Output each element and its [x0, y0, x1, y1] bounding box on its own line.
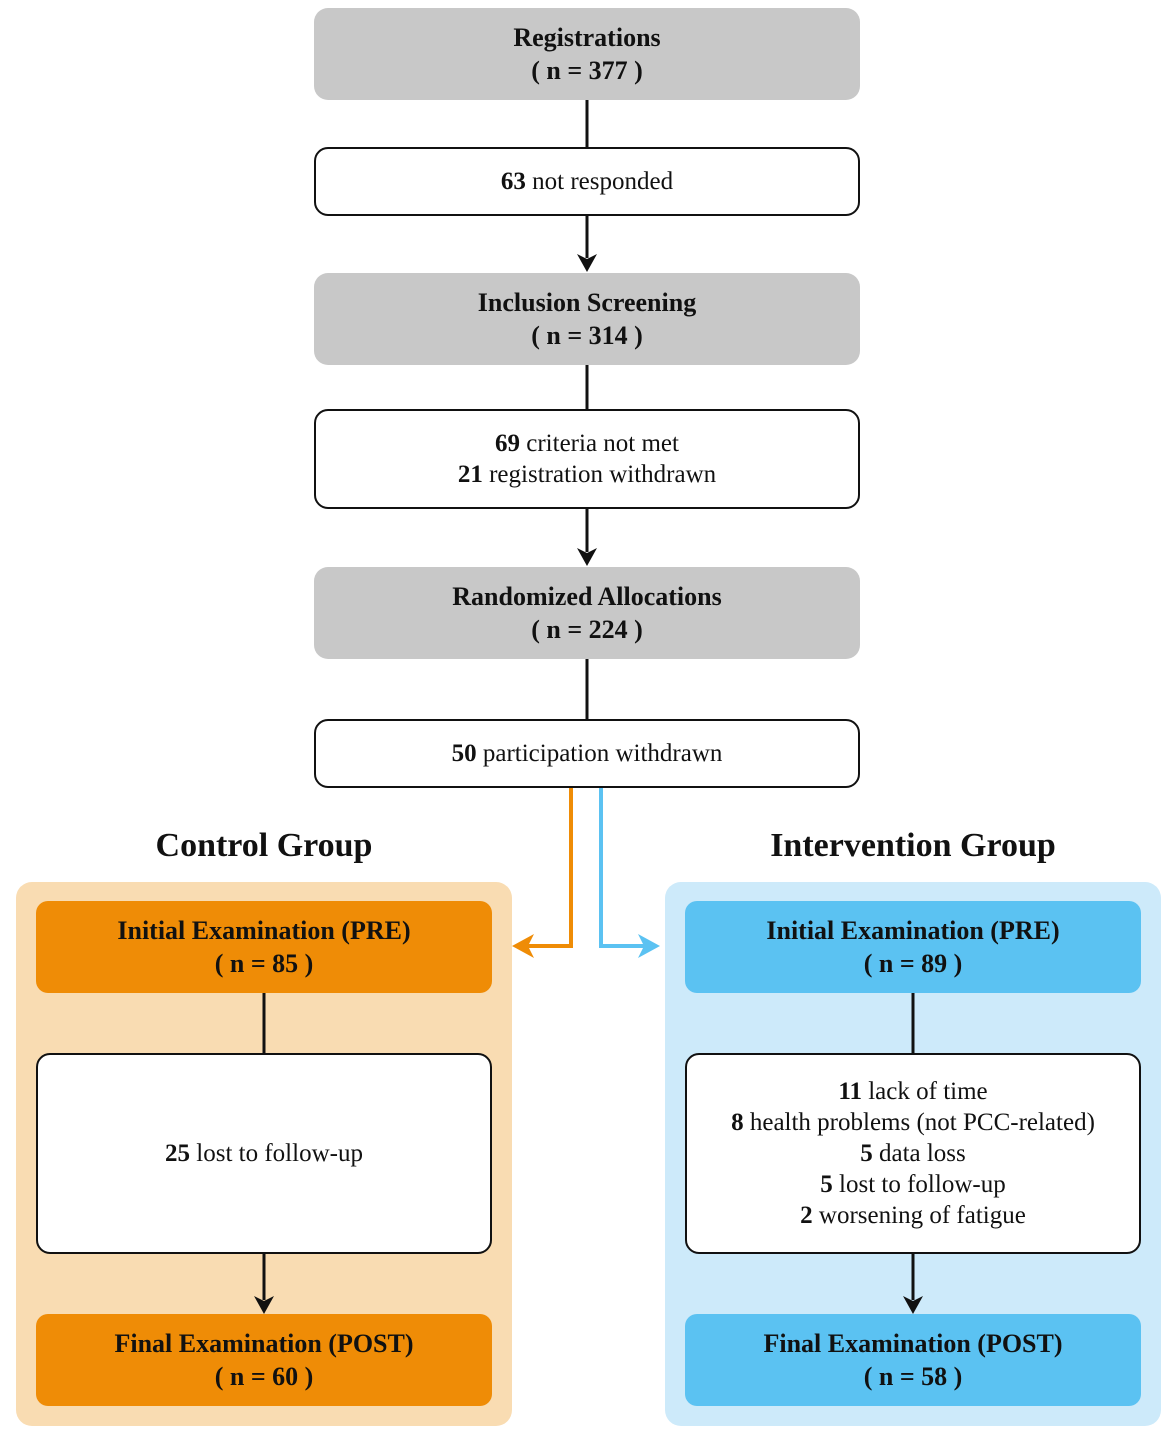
control-group-title: Control Group	[155, 827, 373, 864]
screening-exclusions-box: 69 criteria not met 21 registration with…	[314, 409, 860, 509]
arrowhead-intervention	[638, 934, 660, 958]
dropout-line: 5 data loss	[860, 1140, 966, 1167]
intervention-pre-box: Initial Examination (PRE) ( n = 89 )	[685, 901, 1141, 993]
dropout-line: 5 lost to follow-up	[820, 1171, 1006, 1198]
dropout-line: 11 lack of time	[838, 1078, 988, 1105]
control-post-title: Final Examination (POST)	[114, 1329, 414, 1358]
randomized-allocations-count: ( n = 224 )	[531, 615, 643, 644]
intervention-dropouts-box: 11 lack of time 8 health problems (not P…	[685, 1053, 1141, 1254]
intervention-group-title: Intervention Group	[770, 827, 1056, 864]
exclusion-line: 21 registration withdrawn	[457, 461, 717, 488]
randomized-allocations-box: Randomized Allocations ( n = 224 )	[314, 567, 860, 659]
control-post-count: ( n = 60 )	[214, 1362, 314, 1391]
registrations-box: Registrations ( n = 377 )	[314, 8, 860, 100]
intervention-post-title: Final Examination (POST)	[763, 1329, 1063, 1358]
dropout-line: 2 worsening of fatigue	[800, 1202, 1026, 1229]
arrowhead-inclusion	[577, 254, 597, 272]
arrow-to-control-group	[524, 788, 573, 948]
dropout-line: 25 lost to follow-up	[165, 1140, 363, 1167]
control-pre-title: Initial Examination (PRE)	[117, 916, 411, 945]
control-pre-box: Initial Examination (PRE) ( n = 85 )	[36, 901, 492, 993]
exclusion-line: 63 not responded	[500, 168, 674, 195]
exclusion-line: 69 criteria not met	[495, 430, 679, 457]
inclusion-screening-count: ( n = 314 )	[531, 321, 643, 350]
control-pre-count: ( n = 85 )	[214, 949, 314, 978]
intervention-post-box: Final Examination (POST) ( n = 58 )	[685, 1314, 1141, 1406]
arrow-to-intervention-group	[599, 788, 648, 948]
inclusion-screening-title: Inclusion Screening	[477, 288, 697, 317]
inclusion-screening-box: Inclusion Screening ( n = 314 )	[314, 273, 860, 365]
registrations-count: ( n = 377 )	[531, 56, 643, 85]
registrations-title: Registrations	[513, 23, 661, 52]
randomized-allocations-title: Randomized Allocations	[452, 582, 722, 611]
participation-withdrawn-box: 50 participation withdrawn	[314, 719, 860, 788]
arrowhead-randomized	[577, 548, 597, 566]
intervention-pre-count: ( n = 89 )	[863, 949, 963, 978]
intervention-post-count: ( n = 58 )	[863, 1362, 963, 1391]
control-dropouts-box: 25 lost to follow-up	[36, 1053, 492, 1254]
dropout-line: 8 health problems (not PCC-related)	[731, 1109, 1095, 1136]
intervention-pre-title: Initial Examination (PRE)	[766, 916, 1060, 945]
exclusion-line: 50 participation withdrawn	[451, 740, 723, 767]
not-responded-box: 63 not responded	[314, 147, 860, 216]
control-post-box: Final Examination (POST) ( n = 60 )	[36, 1314, 492, 1406]
arrowhead-control	[512, 934, 534, 958]
